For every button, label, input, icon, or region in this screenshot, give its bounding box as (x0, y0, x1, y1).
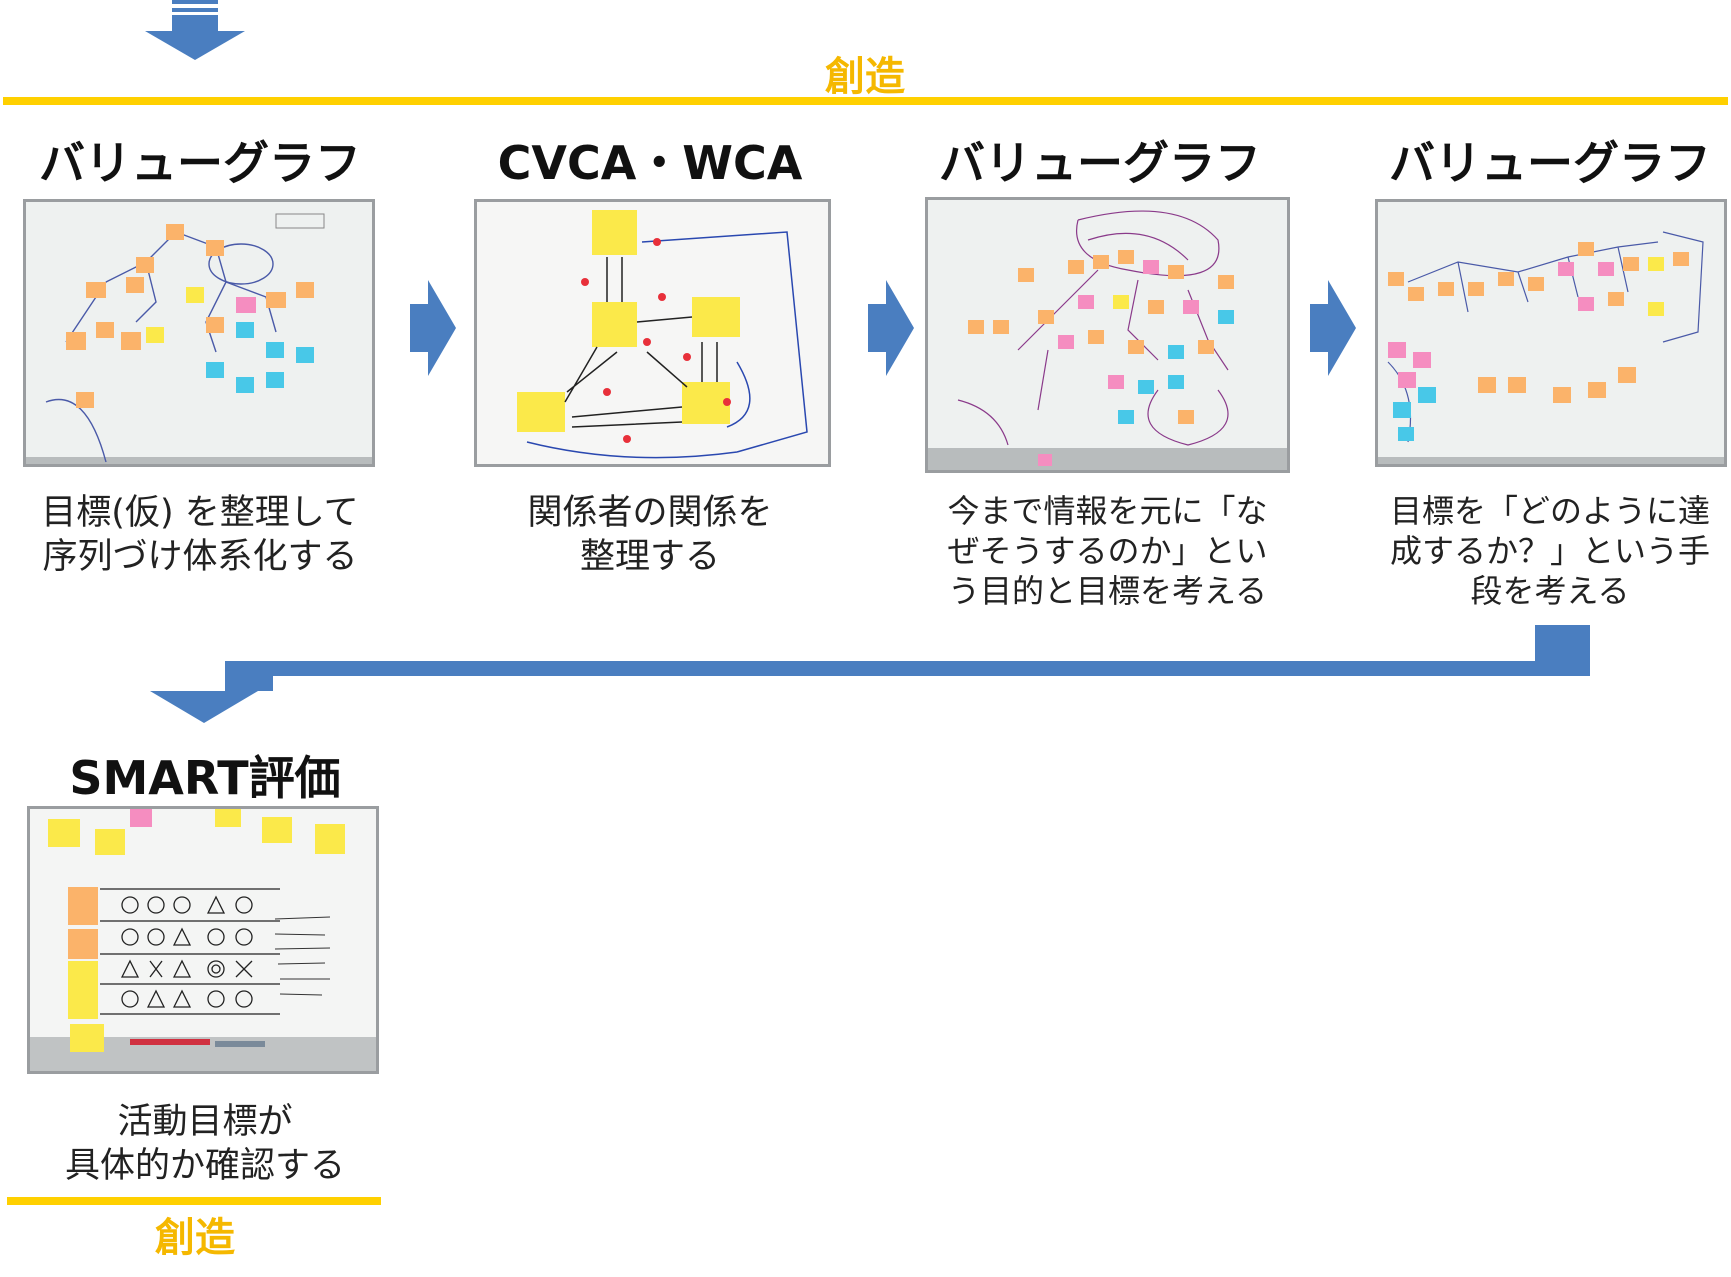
flow-arrow-3 (1310, 280, 1356, 376)
step-3-photo (925, 197, 1290, 473)
step-3-title: バリューグラフ (939, 136, 1261, 190)
step-3-desc-line-2: ぜそうするのか」とい (947, 532, 1268, 570)
return-connector-arrow (150, 625, 1590, 723)
step-3-desc-line-1: 今まで情報を元に「な (947, 492, 1268, 530)
step-5-title: SMART評価 (69, 751, 341, 805)
step-3-desc-line-3: う目的と目標を考える (947, 572, 1268, 610)
step-1-desc-line-2: 序列づけ体系化する (42, 537, 358, 577)
step-4-description: 目標を「どのように達 成するか？」という手 段を考える (1365, 491, 1731, 611)
step-4-photo (1375, 199, 1727, 467)
step-3-description: 今まで情報を元に「な ぜそうするのか」とい う目的と目標を考える (915, 491, 1300, 611)
step-2-photo (474, 199, 831, 467)
section-label-top: 創造 (825, 54, 905, 100)
flow-arrow-2 (868, 280, 914, 376)
step-5-photo (27, 806, 379, 1074)
step-2-description: 関係者の関係を 整理する (460, 491, 840, 579)
step-4-title: バリューグラフ (1389, 136, 1711, 190)
step-1-title: バリューグラフ (39, 136, 361, 190)
section-divider-bottom (7, 1197, 381, 1205)
flow-arrow-1 (410, 280, 456, 376)
step-4-desc-line-2: 成するか？」という手 (1389, 532, 1710, 570)
step-2-title: CVCA・WCA (497, 136, 803, 190)
step-5-description: 活動目標が 具体的か確認する (15, 1100, 395, 1188)
section-label-bottom: 創造 (155, 1215, 235, 1261)
step-2-desc-line-1: 関係者の関係を (527, 493, 773, 533)
step-5-desc-line-2: 具体的か確認する (64, 1146, 345, 1186)
step-2-desc-line-2: 整理する (579, 537, 720, 577)
step-4-desc-line-1: 目標を「どのように達 (1389, 492, 1710, 530)
step-1-photo (23, 199, 375, 467)
step-4-desc-line-3: 段を考える (1470, 572, 1630, 610)
section-divider-top (3, 97, 1728, 105)
step-1-desc-line-1: 目標(仮) を整理して (41, 493, 359, 533)
top-down-arrow (145, 0, 245, 60)
step-5-desc-line-1: 活動目標が (117, 1102, 293, 1142)
step-1-description: 目標(仮) を整理して 序列づけ体系化する (10, 491, 390, 579)
